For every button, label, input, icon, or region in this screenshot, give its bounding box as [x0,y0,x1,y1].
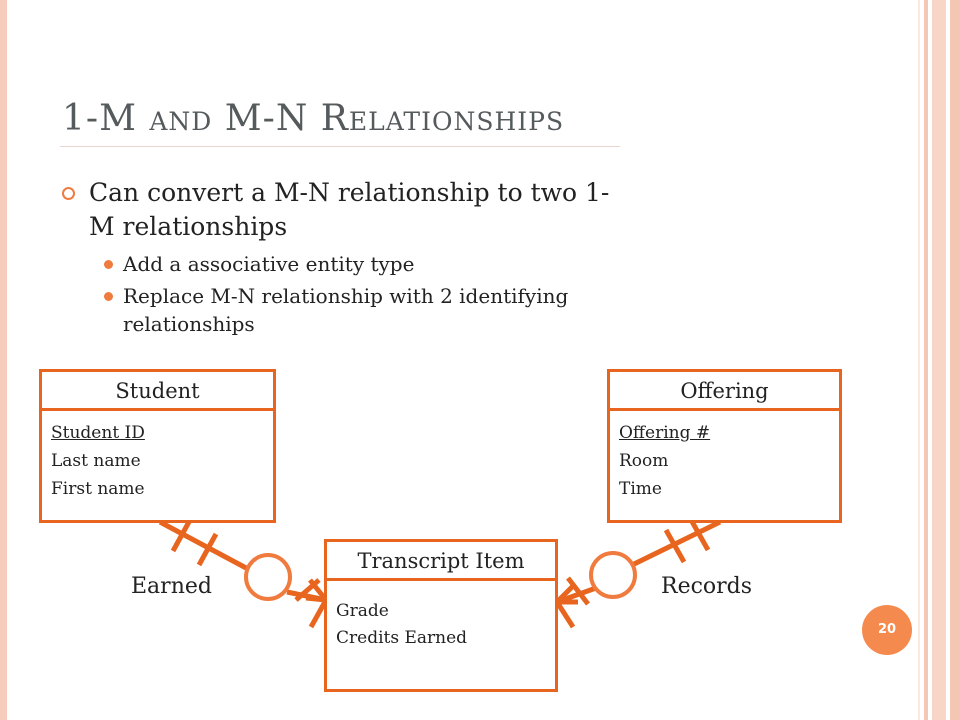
bullet-list: Can convert a M-N relationship to two 1-… [60,176,620,338]
sub-bullet-item: Replace M-N relationship with 2 identify… [60,282,620,338]
earned-label: Earned [131,574,212,599]
primary-key-attribute: Student ID [51,423,145,443]
offering-entity: Offering Offering # Room Time [607,369,842,523]
sub-bullet-text: Add a associative entity type [123,252,415,276]
left-border [0,0,7,720]
crows-foot-prong [308,578,328,602]
sub-bullet-item: Add a associative entity type [60,250,620,278]
transcript-item-entity: Transcript Item Grade Credits Earned [324,539,558,692]
attribute: Credits Earned [336,628,468,648]
primary-key-attribute: Offering # [619,423,711,443]
student-one-tick [170,518,193,553]
crows-foot-prong [555,582,577,604]
offering-one-tick [687,516,711,552]
sub-bullet-text: Replace M-N relationship with 2 identify… [123,284,569,336]
attribute: First name [51,479,145,499]
bullet-marker [62,187,75,200]
entity-name: Transcript Item [327,542,555,581]
title-rule [60,146,620,147]
right-border-stripes [918,0,960,720]
slide-title: 1-M and M-N Relationships [62,98,565,139]
optional-bar [566,576,590,606]
sub-bullet-marker [104,292,113,301]
entity-attributes: Offering # Room Time [610,411,839,503]
attribute: Room [619,451,669,471]
attribute: Grade [336,601,389,621]
crows-foot-prong [305,595,327,603]
entity-attributes: Student ID Last name First name [42,411,273,503]
entity-attributes: Grade Credits Earned [327,581,555,652]
bullet-text: Can convert a M-N relationship to two 1-… [89,178,610,241]
slide-number-badge: 20 [862,605,912,655]
attribute: Time [619,479,662,499]
crows-foot-prong [308,598,329,629]
crows-foot-prong [554,600,576,629]
student-earned-line [158,519,250,572]
entity-name: Offering [610,372,839,411]
student-entity: Student Student ID Last name First name [39,369,276,523]
sub-bullet-marker [104,260,113,269]
bullet-item: Can convert a M-N relationship to two 1-… [60,176,620,244]
attribute: Last name [51,451,141,471]
earned-relationship-circle [244,553,292,601]
offering-one-tick [663,528,687,564]
records-relationship-circle [589,551,637,599]
records-label: Records [661,574,753,599]
student-one-tick [196,532,219,567]
entity-name: Student [42,372,273,411]
